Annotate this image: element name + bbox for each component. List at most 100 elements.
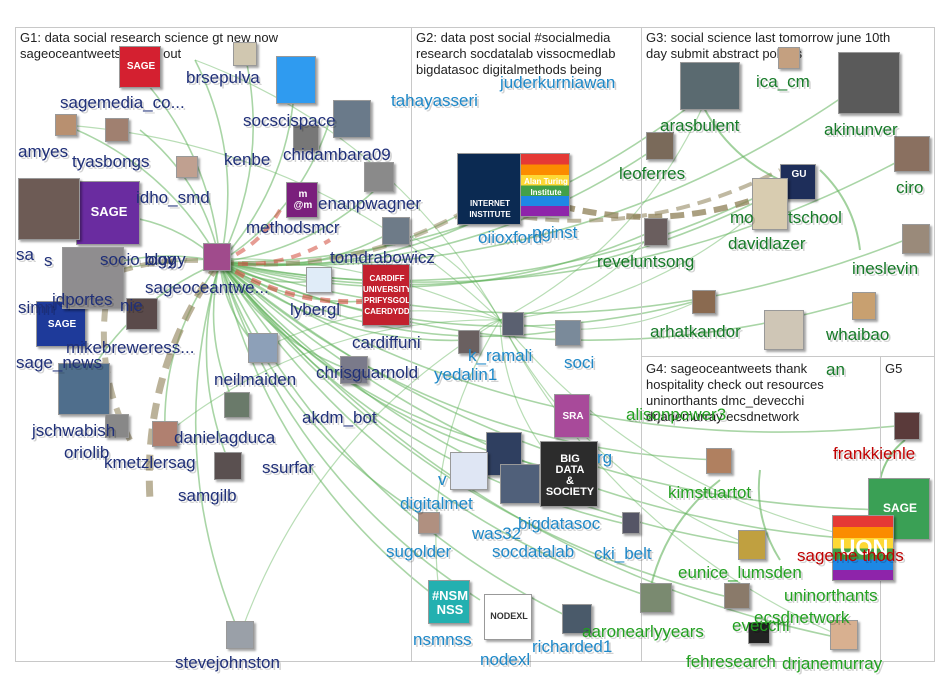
- avatar[interactable]: [458, 330, 480, 354]
- node-label-g1[interactable]: sagemedia_co...: [60, 93, 185, 112]
- avatar[interactable]: [62, 247, 124, 309]
- node-label-g1[interactable]: chidambara09: [283, 145, 391, 164]
- avatar[interactable]: [55, 114, 77, 136]
- avatar[interactable]: [105, 414, 129, 438]
- node-label-g2[interactable]: richarded1: [532, 637, 613, 656]
- avatar[interactable]: [706, 448, 732, 474]
- node-label-g1[interactable]: lybergl: [290, 300, 341, 319]
- avatar[interactable]: [18, 178, 80, 240]
- node-label-g1[interactable]: samgilb: [178, 486, 237, 505]
- turing-logo-icon[interactable]: Alan Turing Institute: [520, 153, 570, 217]
- avatar[interactable]: [340, 356, 368, 384]
- avatar[interactable]: [306, 267, 332, 293]
- node-label-g1[interactable]: idho_smd: [136, 188, 210, 207]
- node-label-g4[interactable]: drjanemurray: [782, 654, 883, 673]
- avatar[interactable]: [555, 320, 581, 346]
- node-label-g2[interactable]: juderkurniawan: [500, 73, 616, 92]
- node-label-g1[interactable]: simn: [18, 298, 54, 317]
- node-label-g1[interactable]: cardiffuni: [352, 333, 421, 352]
- avatar[interactable]: [830, 620, 858, 650]
- avatar[interactable]: [224, 392, 250, 418]
- node-label-g1[interactable]: sa: [16, 245, 34, 264]
- avatar[interactable]: [646, 132, 674, 160]
- node-label-g1[interactable]: neilmaiden: [214, 370, 297, 389]
- node-label-g2[interactable]: rg: [597, 448, 613, 467]
- sage-logo-icon[interactable]: SAGE: [119, 46, 161, 88]
- node-label-g2[interactable]: soci: [564, 353, 595, 372]
- node-label-g4[interactable]: fehresearch: [686, 652, 776, 671]
- avatar[interactable]: [640, 583, 672, 613]
- node-label-g3[interactable]: ineslevin: [852, 259, 919, 278]
- node-label-g4[interactable]: ecsdnetwork: [754, 608, 850, 627]
- avatar[interactable]: [126, 298, 158, 330]
- node-label-g2[interactable]: cki_belt: [594, 544, 652, 563]
- node-label-g1[interactable]: chrisguarnold: [316, 363, 419, 382]
- node-label-g2[interactable]: oiioxford: [478, 228, 543, 247]
- avatar[interactable]: [152, 421, 178, 447]
- node-label-g1[interactable]: sageoceantwe...: [145, 278, 269, 297]
- node-label-g2[interactable]: tahayasseri: [391, 91, 478, 110]
- avatar[interactable]: [203, 243, 231, 271]
- node-label-g1[interactable]: methodsmcr: [246, 218, 340, 237]
- avatar[interactable]: [764, 310, 804, 350]
- node-label-g1[interactable]: jdportes: [52, 290, 113, 309]
- uon-logo-icon[interactable]: UON: [832, 515, 894, 581]
- avatar[interactable]: [838, 52, 900, 114]
- node-label-g1[interactable]: nie: [120, 296, 143, 315]
- node-label-g3[interactable]: leoferres: [619, 164, 686, 183]
- avatar[interactable]: [176, 156, 198, 178]
- node-label-g3[interactable]: ica_cm: [756, 72, 810, 91]
- avatar[interactable]: [450, 452, 488, 490]
- node-label-g2[interactable]: was32: [472, 524, 522, 543]
- node-label-g1[interactable]: kmetzlersag: [104, 453, 196, 472]
- node-label-g3[interactable]: tschool: [788, 208, 842, 227]
- avatar[interactable]: [622, 512, 640, 534]
- node-label-g1[interactable]: ology: [145, 250, 186, 269]
- node-label-g1[interactable]: stevejohnston: [175, 653, 280, 672]
- oii-logo-icon[interactable]: INTERNET INSTITUTE: [457, 153, 521, 225]
- nsmnss-logo-icon[interactable]: #NSM NSS: [428, 580, 470, 624]
- node-label-g3[interactable]: reveluntsong: [597, 252, 695, 271]
- avatar[interactable]: [894, 136, 930, 172]
- avatar[interactable]: [894, 412, 920, 440]
- node-label-g1[interactable]: mikebreweress...: [66, 338, 195, 357]
- avatar[interactable]: [105, 118, 129, 142]
- avatar[interactable]: [293, 125, 319, 151]
- node-label-g1[interactable]: socio logy: [100, 250, 176, 269]
- avatar[interactable]: [738, 530, 766, 560]
- node-label-g1[interactable]: ssurfar: [262, 458, 314, 477]
- node-label-g1[interactable]: tomdrabowicz: [330, 248, 435, 267]
- node-label-g4[interactable]: kimstuartot: [668, 483, 752, 502]
- node-label-g3[interactable]: akinunver: [824, 120, 898, 139]
- node-label-g3[interactable]: davidlazer: [728, 234, 806, 253]
- node-label-g2[interactable]: sugolder: [386, 542, 452, 561]
- avatar[interactable]: [644, 218, 668, 246]
- sage-logo-icon[interactable]: SAGE: [868, 478, 930, 540]
- avatar[interactable]: [692, 290, 716, 314]
- bigdata-logo-icon[interactable]: BIG DATA & SOCIETY: [540, 441, 598, 507]
- socscispace-logo-icon[interactable]: [276, 56, 316, 104]
- node-label-g5[interactable]: sageme thods: [797, 546, 904, 565]
- node-label-g4[interactable]: alisonpower3: [626, 405, 727, 424]
- avatar[interactable]: [680, 62, 740, 110]
- node-label-g1[interactable]: danielagduca: [174, 428, 276, 447]
- avatar[interactable]: [58, 363, 110, 415]
- node-label-g1[interactable]: kenbe: [224, 150, 271, 169]
- node-label-g1[interactable]: s: [44, 251, 53, 270]
- node-label-g1[interactable]: amyes: [18, 142, 69, 161]
- avatar[interactable]: [418, 512, 440, 534]
- avatar[interactable]: [852, 292, 876, 320]
- node-label-g2[interactable]: v: [438, 470, 447, 489]
- node-label-g3[interactable]: ciro: [896, 178, 924, 197]
- avatar[interactable]: [214, 452, 242, 480]
- avatar[interactable]: [562, 604, 592, 634]
- node-label-g4[interactable]: evecchi: [732, 616, 790, 635]
- node-label-g1[interactable]: akdm_bot: [302, 408, 377, 427]
- node-label-g2[interactable]: digitalmet: [400, 494, 473, 513]
- nodexl-logo-icon[interactable]: NODEXL: [484, 594, 532, 640]
- node-label-g3[interactable]: whaibao: [826, 325, 890, 344]
- node-label-g3[interactable]: arasbulent: [660, 116, 740, 135]
- node-label-g2[interactable]: nginst: [532, 223, 578, 242]
- node-label-g4[interactable]: uninorthants: [784, 586, 878, 605]
- node-label-g2[interactable]: nsmnss: [413, 630, 472, 649]
